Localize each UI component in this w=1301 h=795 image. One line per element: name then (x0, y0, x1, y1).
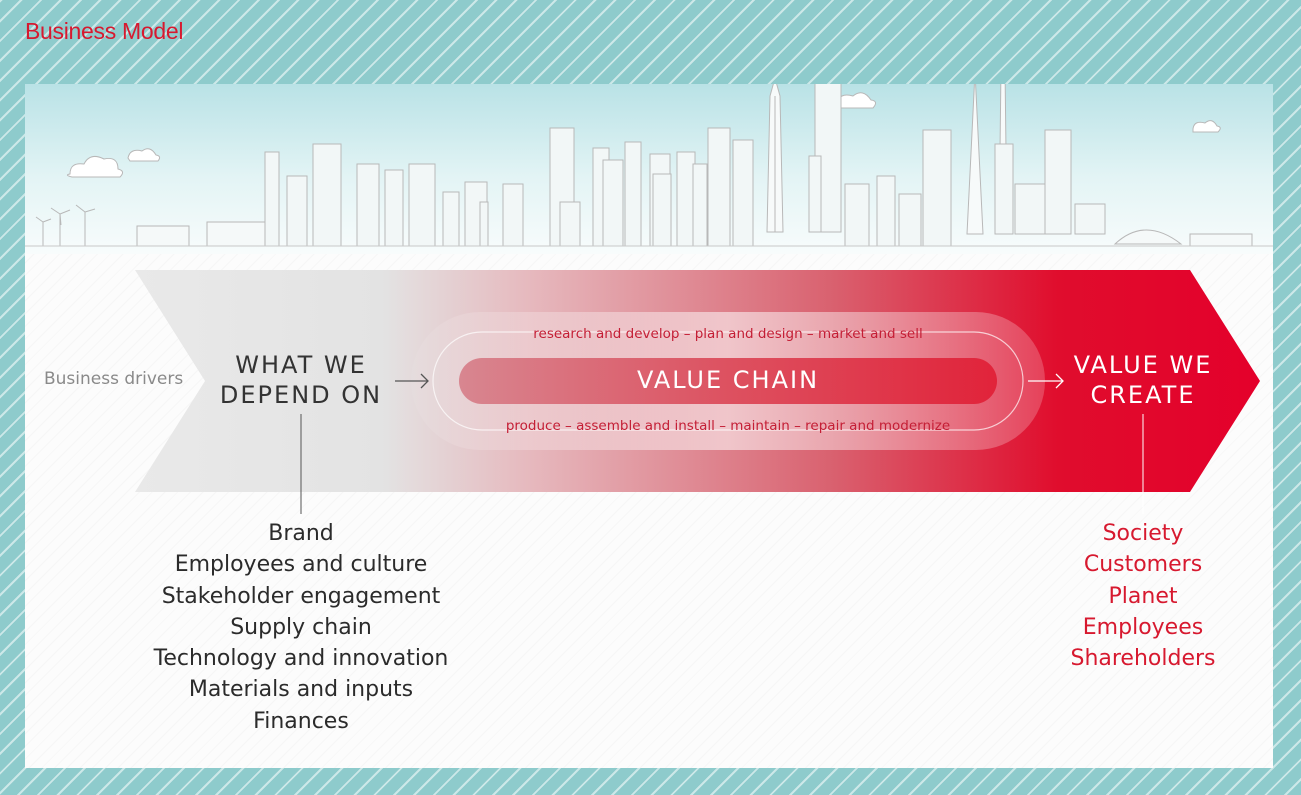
list-item: Customers (1083, 552, 1203, 578)
list-item: Employees (1082, 614, 1204, 640)
list-item: Supply chain (230, 614, 372, 640)
city-skyline-illustration (25, 84, 1273, 247)
arrow-right-icon (395, 373, 429, 389)
arrow-right-icon (1028, 373, 1064, 389)
depend-on-list: Brand Employees and culture Stakeholder … (131, 518, 471, 737)
list-item: Finances (253, 708, 349, 734)
list-item: Materials and inputs (188, 677, 414, 703)
value-created-list: Society Customers Planet Employees Share… (1043, 518, 1243, 674)
page-title: Business Model (25, 18, 184, 44)
list-item: Brand (268, 521, 334, 546)
list-item: Shareholders (1070, 646, 1216, 672)
business-drivers-label: Business drivers (44, 369, 184, 389)
value-we-create-heading: VALUE WE CREATE (1073, 351, 1213, 409)
value-chain-bottom-steps: produce – assemble and install – maintai… (505, 418, 951, 434)
list-item: Society (1102, 521, 1184, 546)
list-item: Technology and innovation (153, 646, 449, 672)
list-item: Employees and culture (174, 552, 428, 578)
value-arrow-graphic (135, 270, 1260, 514)
list-item: Stakeholder engagement (161, 583, 441, 609)
value-chain-inner-pill (459, 358, 997, 404)
what-we-depend-on-heading: WHAT WE DEPEND ON (219, 351, 383, 409)
list-item: Planet (1108, 583, 1178, 609)
diagram-panel: Business drivers WHAT WE DEPEND ON resea… (25, 84, 1273, 768)
value-chain-top-steps: research and develop – plan and design –… (533, 326, 923, 342)
value-chain-loop-track (432, 331, 1024, 431)
value-chain-label: VALUE CHAIN (636, 366, 820, 394)
